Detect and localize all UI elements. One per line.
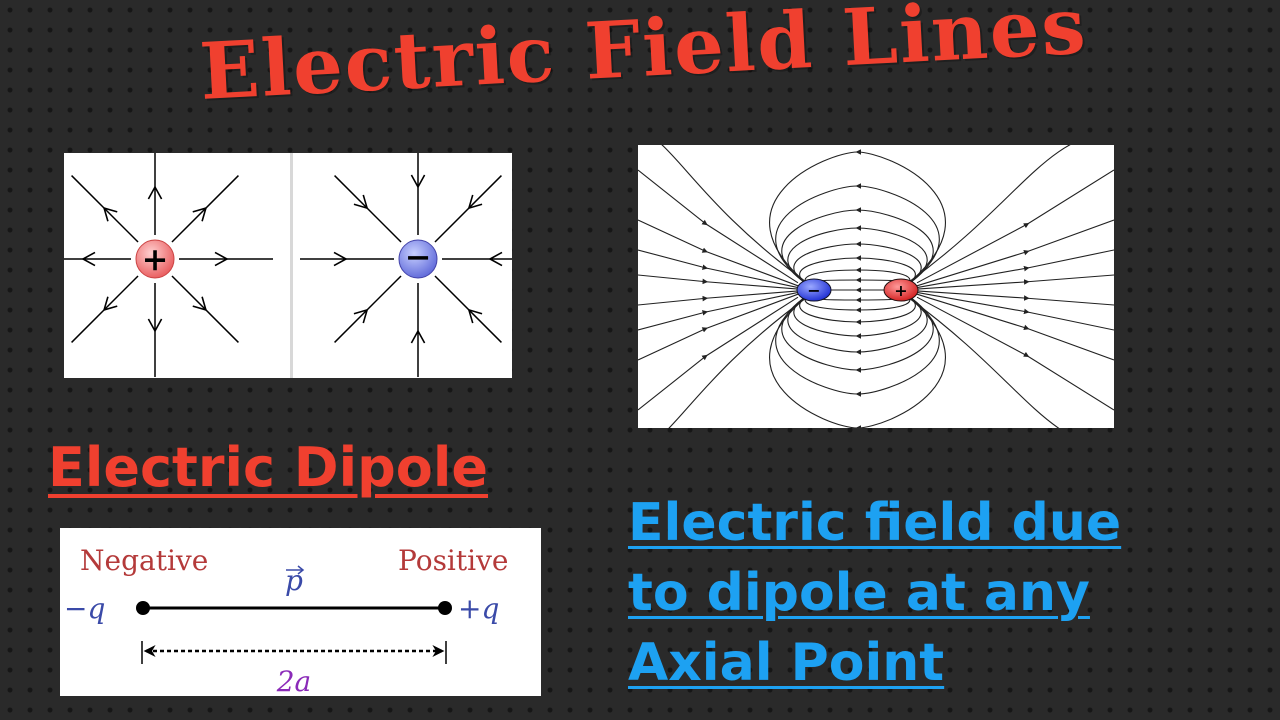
negative-charge: − [398, 238, 438, 279]
field-direction-arrow [147, 185, 163, 200]
field-direction-arrow [353, 194, 369, 210]
dipole-field-line [799, 293, 916, 325]
dipole-field-line [793, 293, 922, 339]
dipole-field-line [638, 249, 799, 289]
positive-label: Positive [398, 544, 508, 577]
electric-dipole-heading: Electric Dipole [48, 436, 489, 499]
topic-text: Electric field due to dipole at any Axia… [628, 488, 1278, 698]
panel-divider [290, 153, 293, 378]
field-direction-arrow [353, 308, 369, 324]
field-direction-arrow [333, 251, 348, 267]
dipole-field-line [916, 291, 1114, 331]
dipole-field-line [638, 296, 799, 411]
positive-charge-symbol: + [142, 240, 169, 278]
negative-charge-field-lines [300, 153, 512, 377]
dipole-field-line [638, 219, 799, 287]
dipole-diagram-svg: Negative Positive −q +q p 2a [64, 544, 508, 696]
field-direction-arrow [410, 329, 426, 344]
dipole-field-line [775, 293, 940, 397]
positive-charge: + [135, 239, 175, 279]
field-direction-arrow [410, 174, 426, 189]
dipole-field-line [661, 145, 807, 283]
field-direction-arrow [81, 251, 96, 267]
dipole-field-line [916, 274, 1114, 290]
dipole-field-line [908, 297, 1060, 428]
negative-point [136, 601, 150, 615]
dipole-field-line [668, 297, 807, 428]
dipole-field-line [769, 149, 946, 287]
dipole-positive-charge: + [883, 278, 919, 302]
dipole-field-line [638, 291, 799, 331]
dipole-field-line [916, 293, 1114, 361]
dipole-field-line [799, 255, 916, 287]
dipole-field-line [787, 225, 928, 287]
dipole-field-line [916, 249, 1114, 289]
negative-charge-symbol: − [405, 238, 432, 276]
field-direction-arrow [102, 206, 118, 222]
field-direction-arrow [214, 251, 229, 267]
dipole-field-line [916, 219, 1114, 287]
dipole-field-line [638, 274, 799, 290]
dipole-field-line [638, 169, 799, 284]
single-charge-field-lines-image: + − [64, 153, 512, 378]
dipole-field-line [804, 293, 911, 313]
topic-line-1: Electric field due [628, 493, 1122, 553]
negative-charge-label: −q [64, 592, 105, 625]
dipole-field-lines-image: − + [638, 145, 1114, 428]
dipole-negative-symbol: − [807, 281, 820, 300]
dipole-field-line [787, 293, 928, 355]
main-title: Electric Field Lines [197, 0, 1090, 118]
dipole-field-line [916, 169, 1114, 284]
dipole-field-lines-svg: − + [638, 145, 1114, 428]
dipole-moment-label: p [285, 564, 303, 597]
dipole-diagram-image: Negative Positive −q +q p 2a [60, 528, 541, 696]
separation-label: 2a [276, 665, 312, 696]
dipole-field-line [793, 241, 922, 287]
dipole-field-line [804, 267, 911, 287]
dipole-negative-charge: − [796, 278, 832, 302]
topic-line-3: Axial Point [628, 633, 945, 693]
positive-charge-field-lines [64, 153, 273, 377]
field-direction-arrow [467, 308, 483, 324]
single-charge-field-lines-svg: + − [64, 153, 512, 378]
field-direction-arrow [147, 318, 163, 333]
negative-label: Negative [80, 544, 208, 577]
dipole-field-line [775, 183, 940, 287]
dipole-field-line [916, 290, 1114, 306]
field-direction-arrow [488, 251, 503, 267]
field-direction-arrow [102, 296, 118, 312]
dipole-field-line [908, 145, 1071, 283]
positive-point [438, 601, 452, 615]
field-direction-arrow [192, 296, 208, 312]
field-direction-arrow [192, 206, 208, 222]
dipole-field-line [781, 207, 934, 287]
positive-charge-label: +q [458, 592, 499, 625]
dipole-field-line [769, 293, 946, 428]
dipole-field-line [916, 296, 1114, 411]
dipole-field-line-group [638, 145, 1114, 428]
dipole-field-line [638, 290, 799, 306]
dipole-positive-symbol: + [894, 281, 907, 300]
dipole-field-line [781, 293, 934, 373]
topic-line-2: to dipole at any [628, 563, 1090, 623]
dipole-field-line [638, 293, 799, 361]
field-direction-arrow [467, 194, 483, 210]
